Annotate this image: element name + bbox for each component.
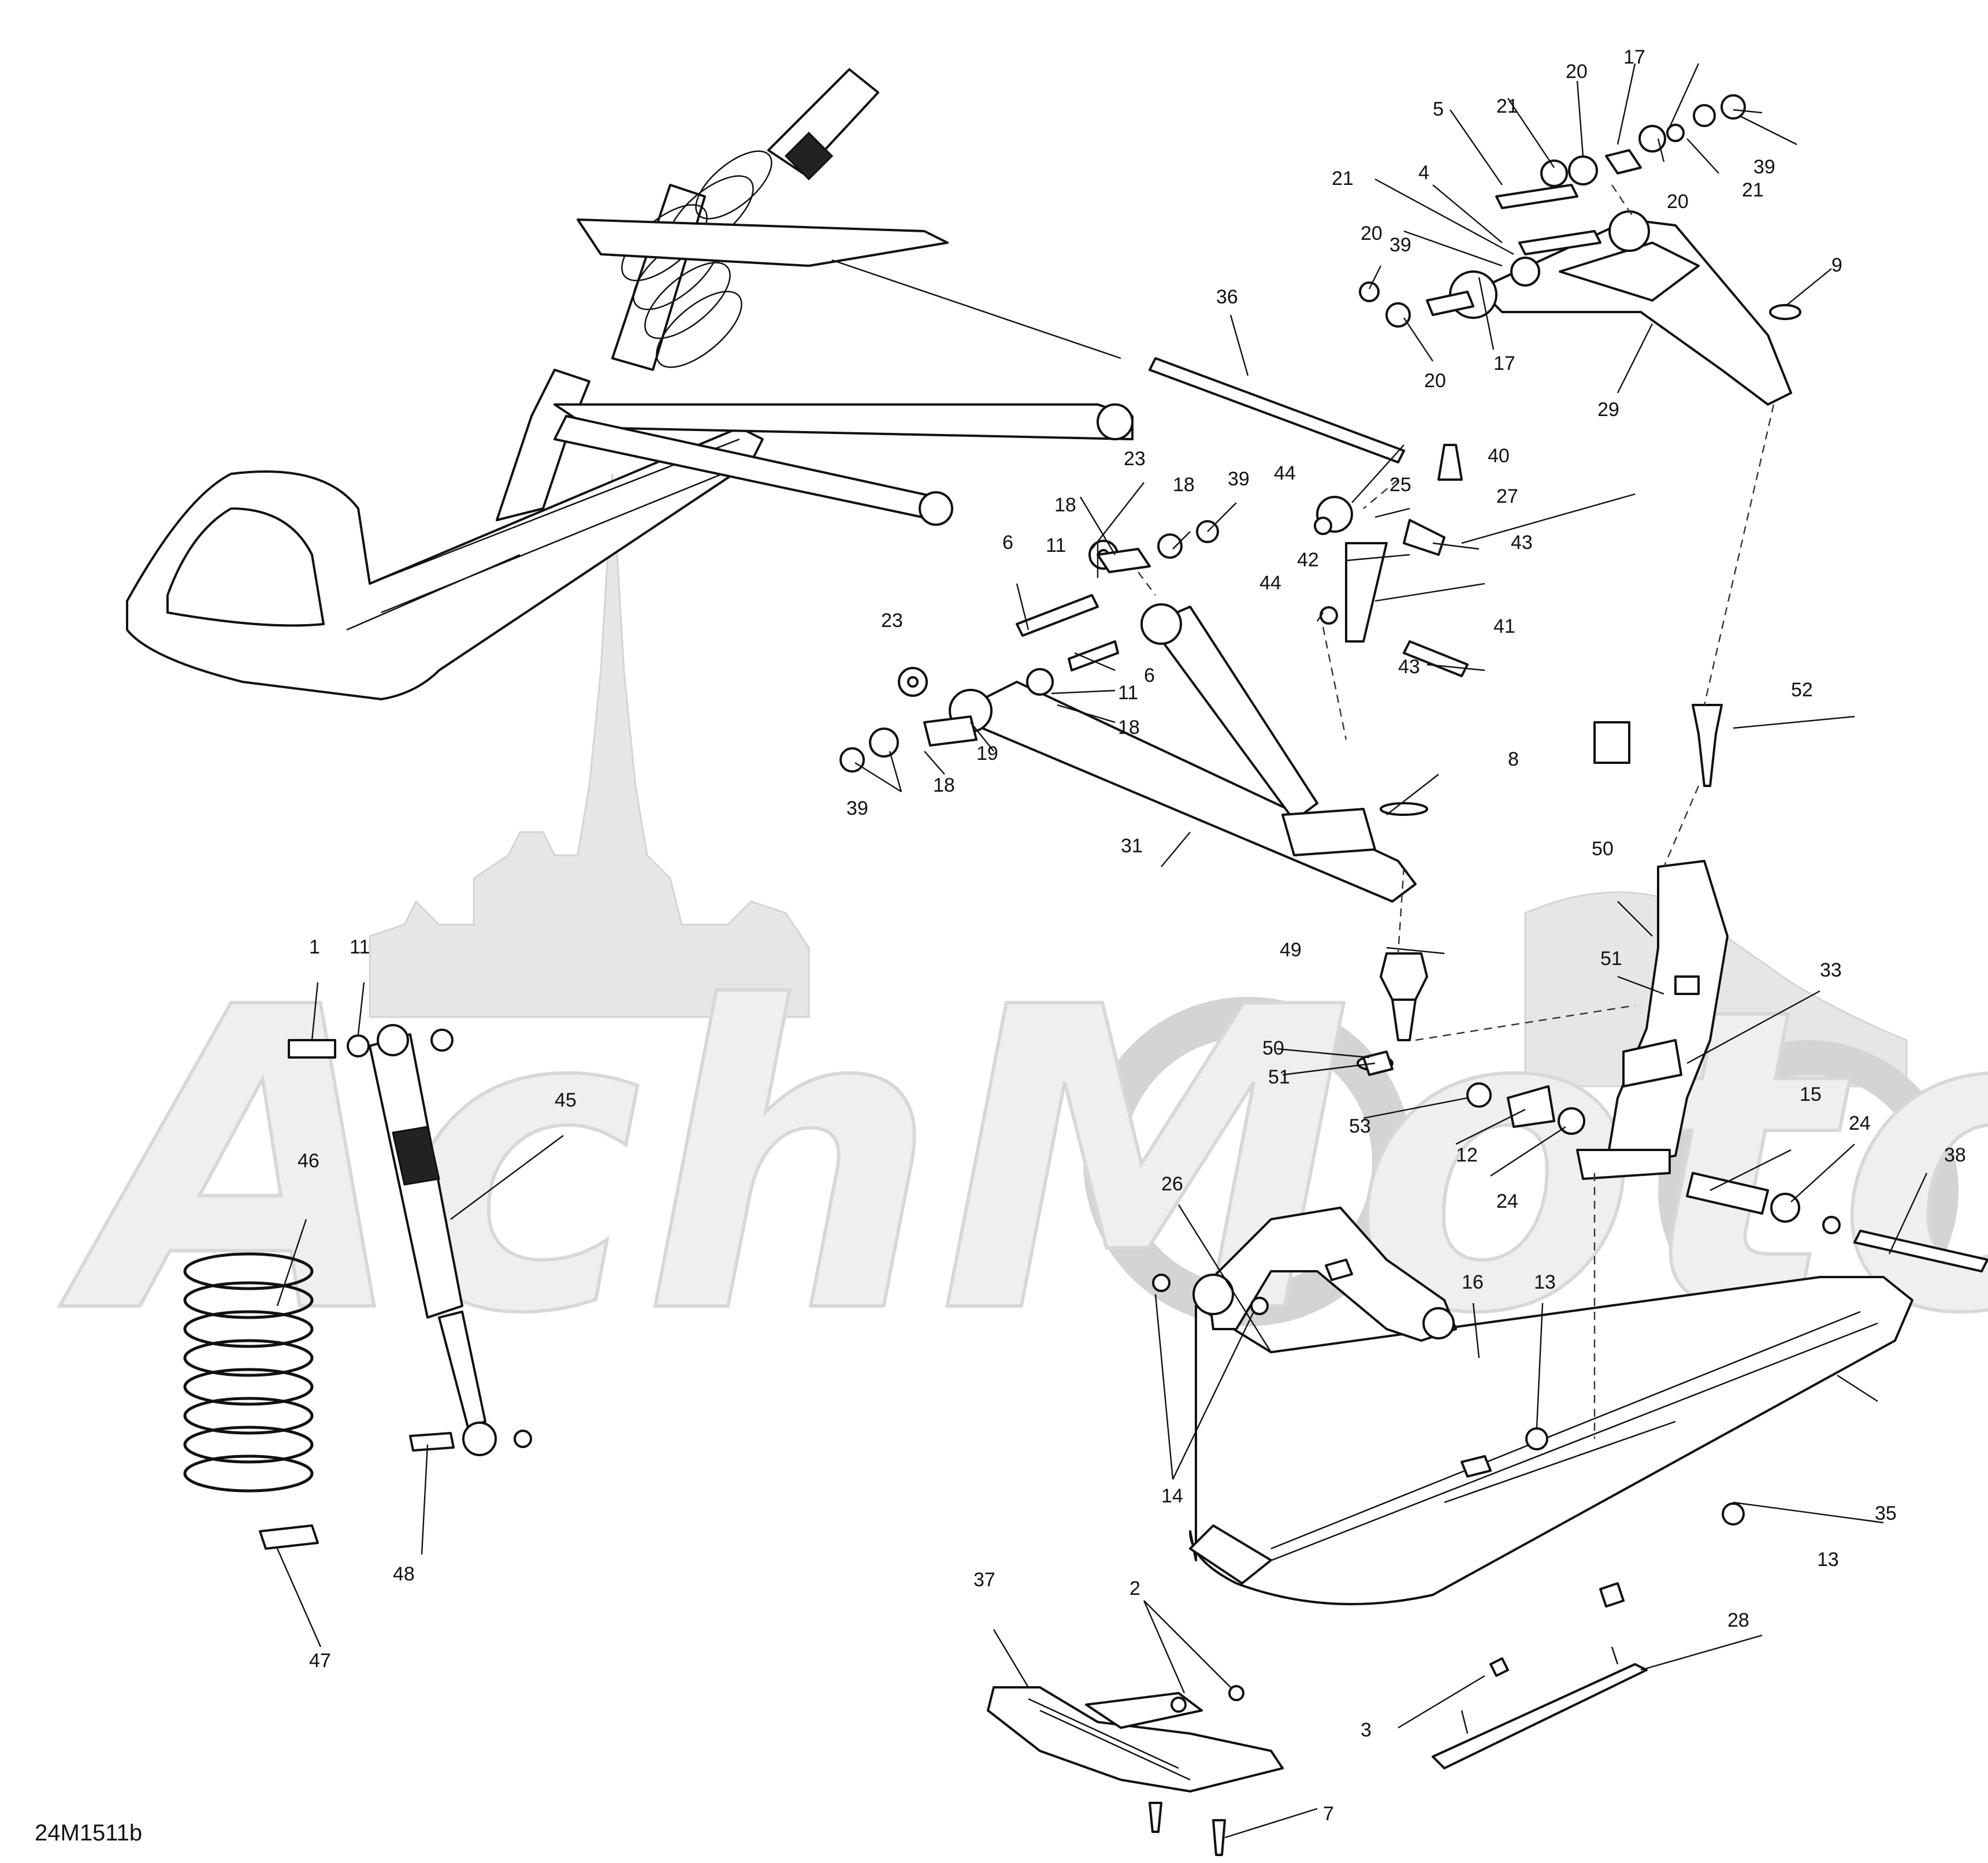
callout-label: 12 (1456, 1144, 1478, 1166)
callout-label: 13 (1534, 1271, 1556, 1293)
callout-label: 21 (1332, 168, 1354, 190)
callout-label: 53 (1349, 1115, 1371, 1137)
callout-label: 5 (1433, 98, 1444, 120)
callout-label: 39 (1228, 468, 1250, 490)
callout-label: 3 (1361, 1719, 1372, 1741)
callout-label: 18 (1118, 717, 1140, 738)
callout-label: 9 (1831, 254, 1842, 276)
callout-label: 18 (1054, 494, 1076, 516)
callout-labels: 1 2 3 4 5 6 6 7 8 9 11 11 11 12 13 13 14… (298, 46, 1966, 1825)
callout-label: 43 (1511, 532, 1533, 554)
callout-label: 16 (1462, 1271, 1484, 1293)
ski-assembly (987, 1207, 1913, 1856)
callout-label: 1 (309, 936, 320, 958)
callout-label: 39 (1753, 156, 1775, 178)
callout-label: 2 (1129, 1578, 1140, 1599)
callout-label: 18 (933, 774, 955, 796)
callout-label: 33 (1820, 959, 1842, 981)
callout-label: 45 (555, 1089, 577, 1111)
callout-label: 42 (1297, 549, 1319, 571)
document-id: 24M1511b (35, 1820, 142, 1846)
upper-a-arm (1359, 94, 1801, 406)
callout-label: 17 (1493, 352, 1515, 374)
callout-label: 28 (1727, 1609, 1749, 1631)
callout-label: 24 (1849, 1112, 1871, 1134)
callout-label: 50 (1592, 838, 1614, 860)
callout-label: 47 (309, 1650, 331, 1672)
callout-label: 37 (973, 1569, 995, 1591)
callout-label: 6 (1002, 532, 1013, 554)
callout-label: 50 (1262, 1037, 1284, 1059)
callout-label: 36 (1216, 286, 1238, 308)
callout-label: 24 (1496, 1190, 1518, 1212)
callout-label: 20 (1667, 191, 1689, 213)
callout-label: 4 (1418, 162, 1429, 184)
callout-label: 31 (1121, 835, 1143, 857)
callout-label: 6 (1144, 665, 1155, 686)
callout-label: 35 (1875, 1502, 1897, 1524)
callout-label: 38 (1944, 1144, 1966, 1166)
callout-label: 11 (1046, 535, 1066, 556)
callout-label: 39 (846, 797, 868, 819)
callout-label: 20 (1566, 61, 1588, 83)
callout-label: 25 (1389, 474, 1411, 496)
callout-label: 43 (1398, 656, 1420, 678)
alignment-lines (1138, 184, 1775, 1439)
callout-label: 44 (1274, 462, 1296, 484)
callout-label: 46 (298, 1150, 319, 1172)
callout-label: 7 (1323, 1803, 1334, 1825)
callout-label: 14 (1161, 1485, 1183, 1507)
callout-label: 18 (1173, 474, 1195, 496)
callout-label: 44 (1259, 572, 1281, 594)
callout-label: 23 (1124, 448, 1146, 470)
callout-label: 11 (1118, 682, 1138, 704)
callout-label: 52 (1791, 679, 1813, 701)
callout-label: 15 (1800, 1083, 1822, 1105)
callout-label: 13 (1817, 1549, 1839, 1571)
spindle (1466, 704, 1988, 1272)
callout-label: 11 (350, 936, 370, 958)
callout-label: 27 (1496, 485, 1518, 507)
callout-label: 8 (1508, 748, 1519, 770)
assembled-suspension (126, 68, 1134, 700)
shock-assembly (183, 1024, 532, 1550)
callout-label: 19 (976, 743, 998, 765)
center-parts (839, 357, 1469, 1076)
callout-label: 21 (1496, 95, 1518, 117)
callout-label: 40 (1488, 445, 1510, 467)
leader-lines (276, 63, 1928, 1839)
callout-label: 21 (1742, 179, 1764, 201)
callout-label: 51 (1600, 948, 1622, 970)
callout-label: 48 (393, 1563, 415, 1585)
callout-label: 39 (1389, 234, 1411, 256)
callout-label: 41 (1493, 615, 1515, 637)
callout-label: 20 (1361, 222, 1383, 244)
callout-label: 17 (1623, 46, 1645, 68)
callout-label: 49 (1280, 939, 1302, 961)
callout-label: 23 (881, 610, 903, 632)
callout-label: 26 (1161, 1173, 1183, 1195)
callout-label: 51 (1268, 1066, 1290, 1088)
callout-label: 29 (1597, 399, 1619, 421)
callout-label: 20 (1424, 370, 1446, 392)
